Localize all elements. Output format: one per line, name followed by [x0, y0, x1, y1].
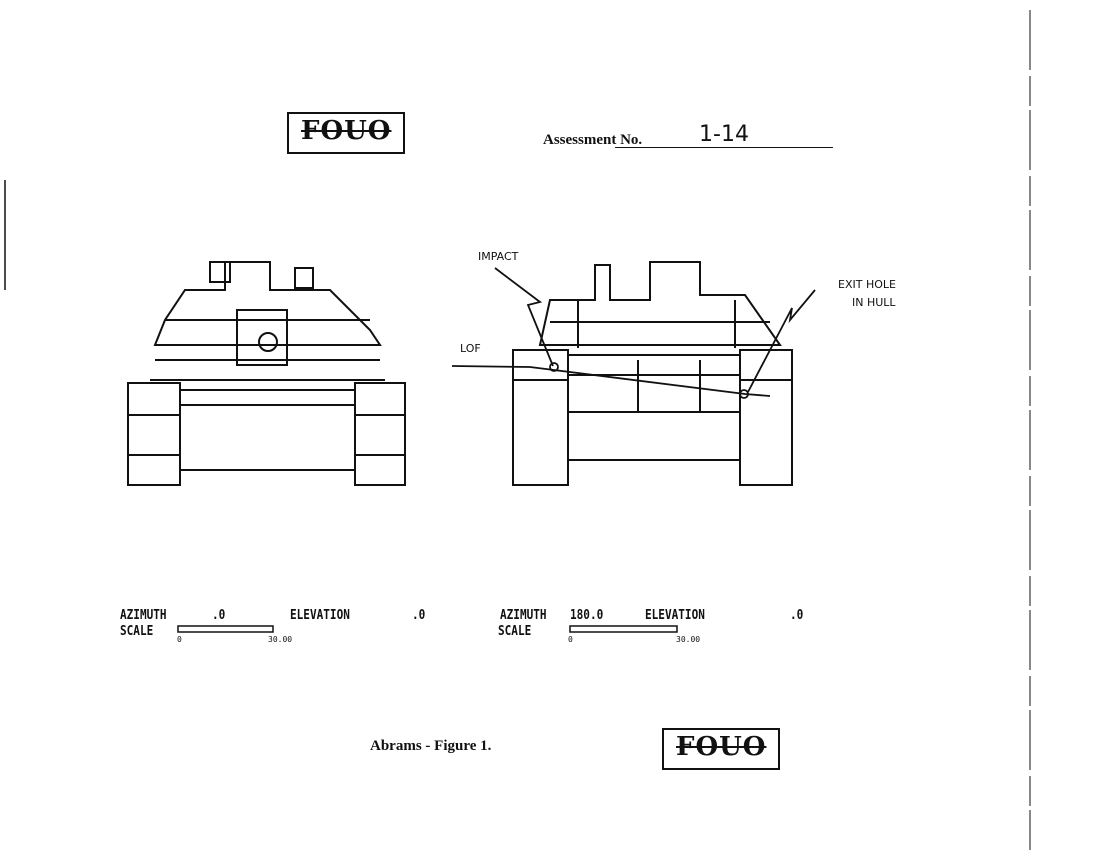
scale-bars: [177, 625, 678, 633]
scale-max: 30.00: [268, 635, 293, 644]
assessment-number: 1-14: [615, 122, 833, 148]
elevation-value: .0: [790, 608, 804, 623]
tank-rear-view: [512, 261, 793, 486]
scale-max: 30.00: [676, 635, 701, 644]
azimuth-label: AZIMUTH: [500, 608, 547, 623]
exit-hole-annotation-1: EXIT HOLE: [838, 278, 896, 291]
shot-line: [451, 267, 816, 399]
tank-front-view: [127, 261, 406, 486]
azimuth-label: AZIMUTH: [120, 608, 167, 623]
scale-min: 0: [568, 635, 573, 644]
figure-caption: Abrams - Figure 1.: [370, 738, 492, 754]
azimuth-value: .0: [212, 608, 226, 623]
scale-label: SCALE: [120, 624, 154, 639]
scale-min: 0: [177, 635, 182, 644]
elevation-label: ELEVATION: [645, 608, 705, 623]
impact-annotation: IMPACT: [478, 250, 519, 263]
lof-annotation: LOF: [460, 342, 481, 355]
azimuth-value: 180.0: [570, 608, 604, 623]
exit-hole-annotation-2: IN HULL: [852, 296, 896, 309]
scale-label: SCALE: [498, 624, 532, 639]
elevation-label: ELEVATION: [290, 608, 350, 623]
elevation-value: .0: [412, 608, 426, 623]
assessment-label: Assessment No.: [543, 132, 643, 148]
fouo-stamp-top: FOUO: [287, 112, 406, 154]
fouo-stamp-bottom: FOUO: [662, 728, 781, 770]
